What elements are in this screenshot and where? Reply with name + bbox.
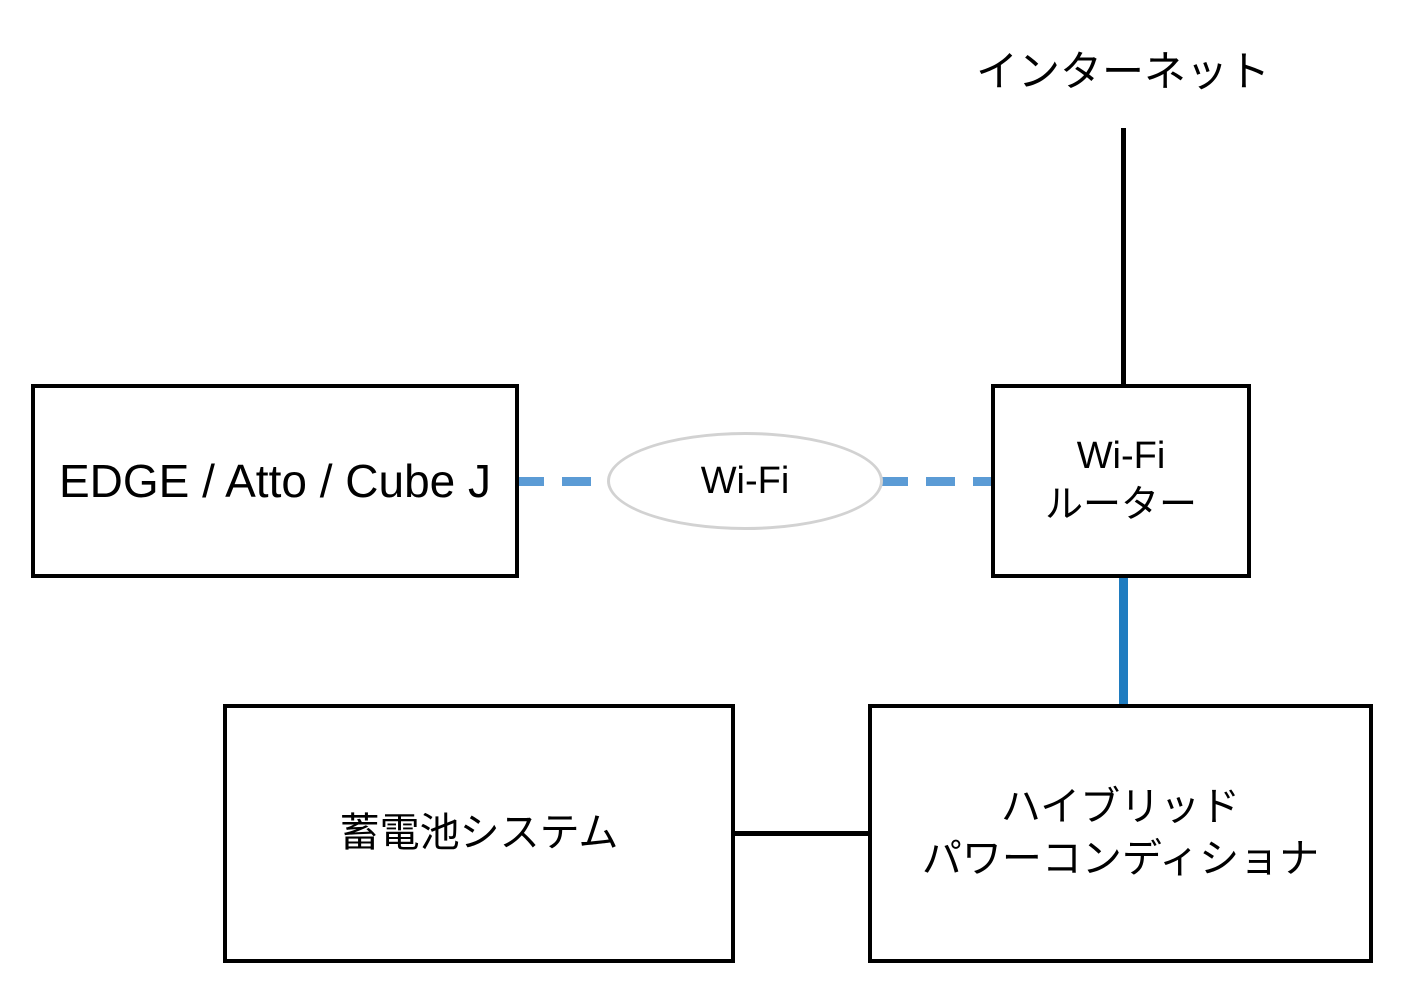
node-edge-atto-cube-j-label: EDGE / Atto / Cube J [58, 454, 492, 507]
connector-internet-to-router [1121, 128, 1126, 388]
node-battery-system-label: 蓄電池システム [339, 810, 619, 855]
node-hybrid-power-conditioner[interactable]: ハイブリッド パワーコンディショナ [868, 704, 1373, 963]
node-battery-system[interactable]: 蓄電池システム [223, 704, 735, 963]
node-hybrid-power-conditioner-label-line2: パワーコンディショナ [921, 836, 1320, 881]
node-hybrid-power-conditioner-label-line1: ハイブリッド [1000, 785, 1241, 830]
node-wifi-router[interactable]: Wi-Fi ルーター [991, 384, 1251, 578]
node-wifi-cloud-label: Wi-Fi [700, 459, 790, 502]
connector-router-to-power-conditioner [1119, 574, 1128, 708]
connector-device-to-wifi-cloud [515, 477, 623, 486]
dash-segment [973, 477, 1002, 486]
dash-segment [926, 477, 955, 486]
dash-segment [879, 477, 908, 486]
connector-battery-to-power-conditioner [731, 831, 872, 836]
connector-wifi-cloud-to-router [879, 477, 1002, 486]
dash-segment [515, 477, 544, 486]
node-edge-atto-cube-j[interactable]: EDGE / Atto / Cube J [31, 384, 519, 578]
dash-segment [562, 477, 591, 486]
node-wifi-router-label-line2: ルーター [1044, 484, 1197, 526]
internet-label: インターネット [975, 48, 1270, 95]
node-wifi-router-label-line1: Wi-Fi [1076, 435, 1166, 478]
node-wifi-cloud[interactable]: Wi-Fi [607, 432, 883, 530]
